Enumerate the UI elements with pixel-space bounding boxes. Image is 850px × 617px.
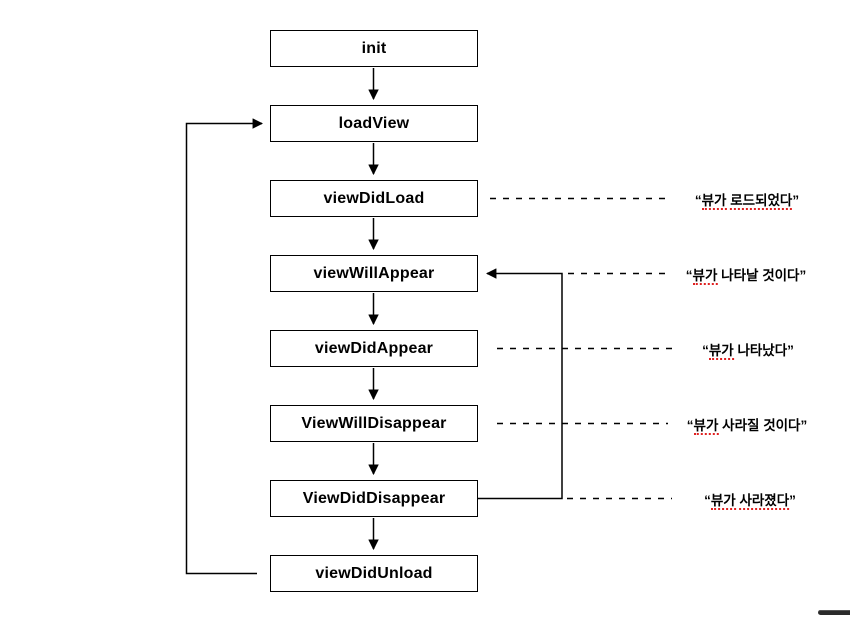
- annotation-word: 뷰가: [708, 342, 734, 360]
- annotation-dash-lines: [490, 197, 675, 500]
- annotation-word: 뷰가: [701, 192, 727, 210]
- annotation-viewdiddisappear: “뷰가 사라졌다”: [704, 492, 796, 510]
- annotation-word: 것이다: [763, 417, 801, 433]
- annotation-word: 뷰가: [710, 492, 736, 510]
- node-viewdidappear: viewDidAppear: [270, 330, 478, 367]
- annotation-word: 나타날: [721, 267, 759, 283]
- annotation-word: 사라질: [722, 417, 760, 433]
- node-viewdiddisappear: ViewDidDisappear: [270, 480, 478, 517]
- annotation-viewdidload: “뷰가 로드되었다”: [694, 192, 800, 210]
- annotation-word: 뷰가: [692, 267, 718, 285]
- node-viewwillappear: viewWillAppear: [270, 255, 478, 292]
- annotation-word: 로드되었다: [730, 192, 793, 210]
- node-label-viewdidunload: viewDidUnload: [315, 564, 433, 582]
- node-label-viewdidload: viewDidLoad: [323, 189, 425, 207]
- annotation-viewwilldisappear: “뷰가 사라질 것이다”: [686, 417, 808, 435]
- node-label-viewdidappear: viewDidAppear: [314, 339, 434, 357]
- node-label-viewwilldisappear: ViewWillDisappear: [301, 414, 447, 432]
- annotation-word: 나타났다: [737, 342, 788, 358]
- annotation-word: 뷰가: [693, 417, 719, 435]
- node-loadview: loadView: [270, 105, 478, 142]
- loop-arrow-viewdiddisappear-viewwillappear: [478, 268, 563, 500]
- loop-arrow-viewdidunload-loadview: [185, 118, 264, 575]
- node-viewdidunload: viewDidUnload: [270, 555, 478, 592]
- node-viewdidload: viewDidLoad: [270, 180, 478, 217]
- node-label-loadview: loadView: [338, 114, 410, 132]
- annotation-viewdidappear: “뷰가 나타났다”: [702, 342, 794, 360]
- node-viewwilldisappear: ViewWillDisappear: [270, 405, 478, 442]
- node-label-viewwillappear: viewWillAppear: [313, 264, 435, 282]
- cropped-bottom-bar: [818, 610, 850, 615]
- node-label-viewdiddisappear: ViewDidDisappear: [302, 489, 446, 507]
- annotation-viewwillappear: “뷰가 나타날 것이다”: [685, 267, 807, 285]
- node-label-init: init: [361, 39, 387, 57]
- annotation-word: 사라졌다: [739, 492, 790, 510]
- node-init: init: [270, 30, 478, 67]
- annotation-word: 것이다: [762, 267, 800, 283]
